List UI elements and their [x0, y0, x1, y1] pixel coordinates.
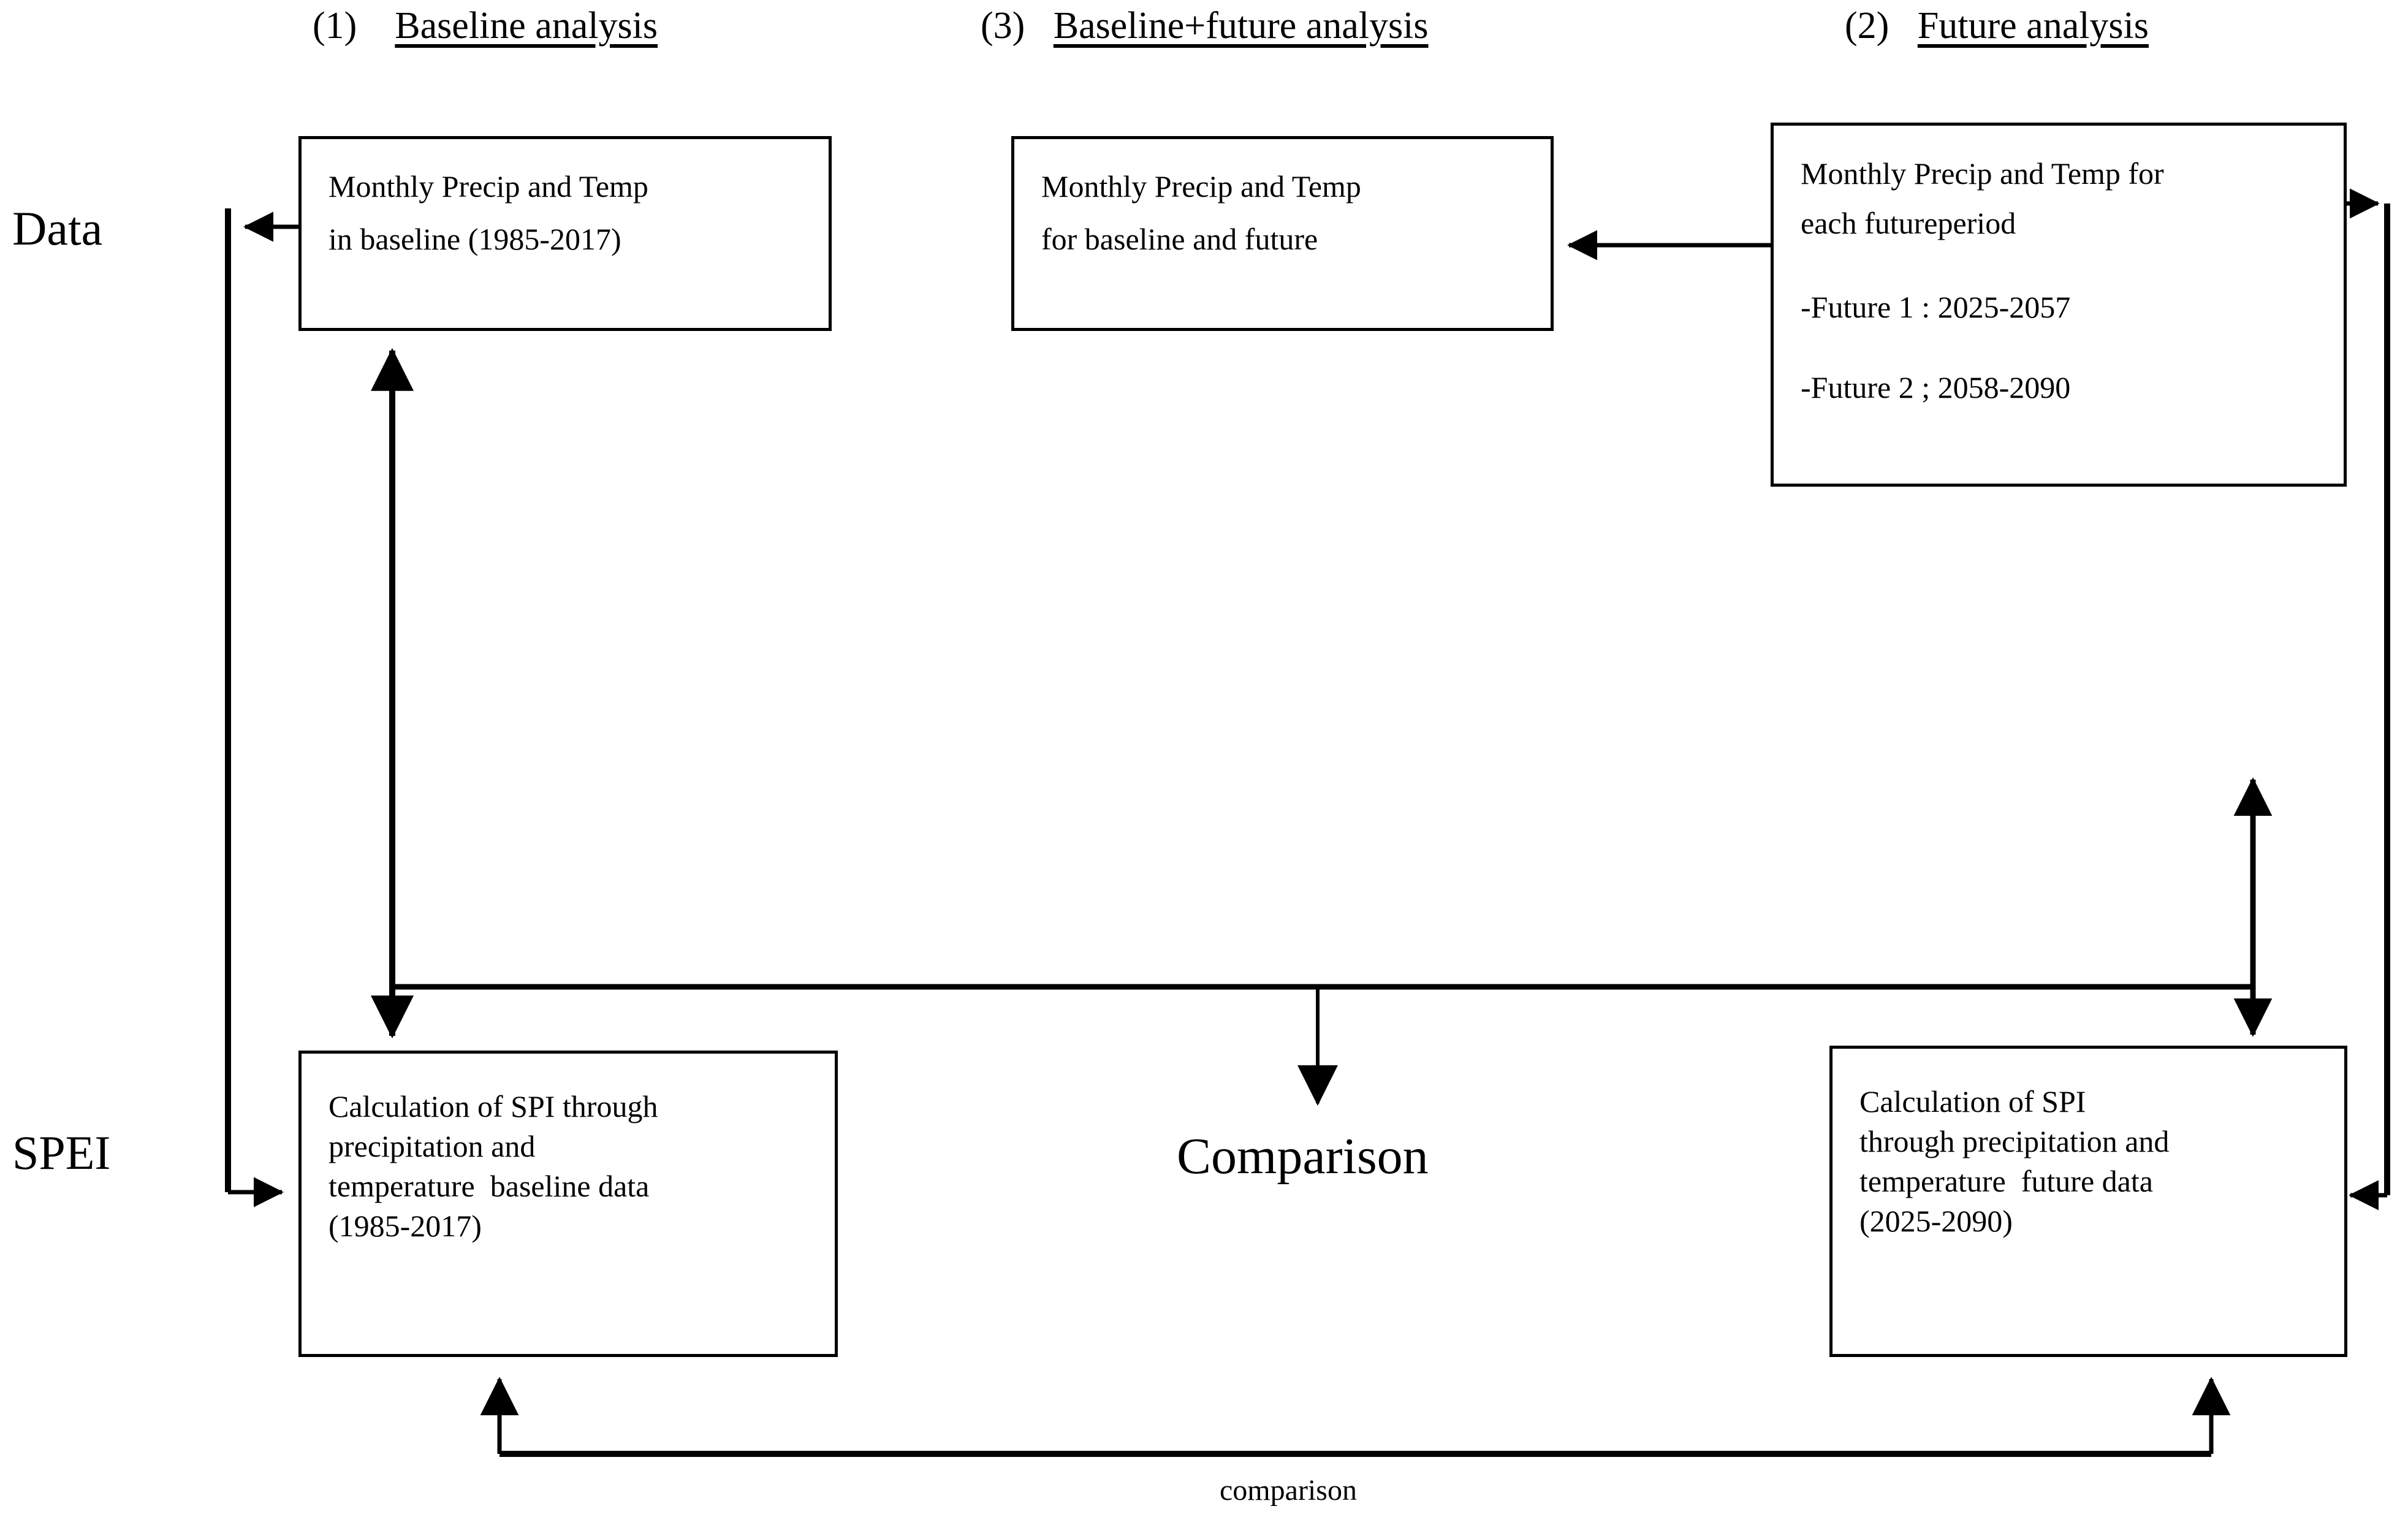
- box-monthly-precip-temp-future-line-1: Monthly Precip and Temp for: [1801, 156, 2164, 191]
- column-heading-baseline-future: (3) Baseline+future analysis: [981, 5, 1429, 47]
- box-calculation-spi-baseline-line-4: (1985-2017): [329, 1209, 482, 1243]
- box-calculation-spi-baseline: Calculation of SPI through precipitation…: [298, 1051, 838, 1357]
- box-calculation-spi-baseline-line-2: precipitation and: [329, 1129, 536, 1163]
- box-calculation-spi-future-line-3: temperature future data: [1859, 1164, 2153, 1198]
- box-monthly-precip-temp-future: Monthly Precip and Temp for each futurep…: [1771, 123, 2347, 487]
- box-monthly-precip-temp-future-line-4: -Future 2 ; 2058-2090: [1801, 370, 2071, 405]
- connector-bottom-comparison-loop: [480, 1377, 2231, 1457]
- column-heading-future: (2) Future analysis: [1845, 5, 2149, 47]
- column-heading-baseline-label: Baseline analysis: [395, 5, 658, 47]
- box-monthly-precip-temp-baseline-future: Monthly Precip and Temp for baseline and…: [1011, 136, 1554, 331]
- comparison-label: Comparison: [1177, 1128, 1429, 1185]
- box-calculation-spi-baseline-line-1: Calculation of SPI through: [329, 1089, 658, 1123]
- row-label-spei: SPEI: [12, 1126, 111, 1179]
- column-heading-baseline-future-label: Baseline+future analysis: [1053, 5, 1429, 47]
- comparison-bottom-label: comparison: [1220, 1474, 1357, 1507]
- column-heading-future-number: (2): [1845, 5, 1890, 47]
- row-label-data: Data: [12, 202, 103, 255]
- box-monthly-precip-temp-baseline: Monthly Precip and Temp in baseline (198…: [298, 136, 832, 331]
- box-monthly-precip-temp-future-line-2: each futureperiod: [1801, 206, 2016, 240]
- box-calculation-spi-future-line-4: (2025-2090): [1859, 1204, 2013, 1238]
- column-heading-future-label: Future analysis: [1917, 5, 2149, 47]
- box-calculation-spi-future: Calculation of SPI through precipitation…: [1829, 1046, 2347, 1357]
- box-calculation-spi-future-line-1: Calculation of SPI: [1859, 1084, 2086, 1119]
- box-monthly-precip-temp-baseline-line-2: in baseline (1985-2017): [329, 222, 621, 256]
- column-heading-baseline: (1) Baseline analysis: [313, 5, 658, 47]
- arrow-future-data-to-spei-right-spine: [2347, 188, 2390, 1211]
- column-heading-baseline-future-number: (3): [981, 5, 1025, 47]
- box-monthly-precip-temp-baseline-line-1: Monthly Precip and Temp: [329, 169, 648, 203]
- arrow-baseline-data-to-spei-left-spine: [225, 208, 298, 1207]
- box-calculation-spi-future-line-2: through precipitation and: [1859, 1124, 2170, 1158]
- box-calculation-spi-baseline-line-3: temperature baseline data: [329, 1169, 650, 1203]
- box-monthly-precip-temp-future-line-3: -Future 1 : 2025-2057: [1801, 290, 2071, 324]
- column-heading-baseline-number: (1): [313, 5, 357, 47]
- box-monthly-precip-temp-baseline-future-line-2: for baseline and future: [1041, 222, 1318, 256]
- box-monthly-precip-temp-baseline-future-line-1: Monthly Precip and Temp: [1041, 169, 1361, 203]
